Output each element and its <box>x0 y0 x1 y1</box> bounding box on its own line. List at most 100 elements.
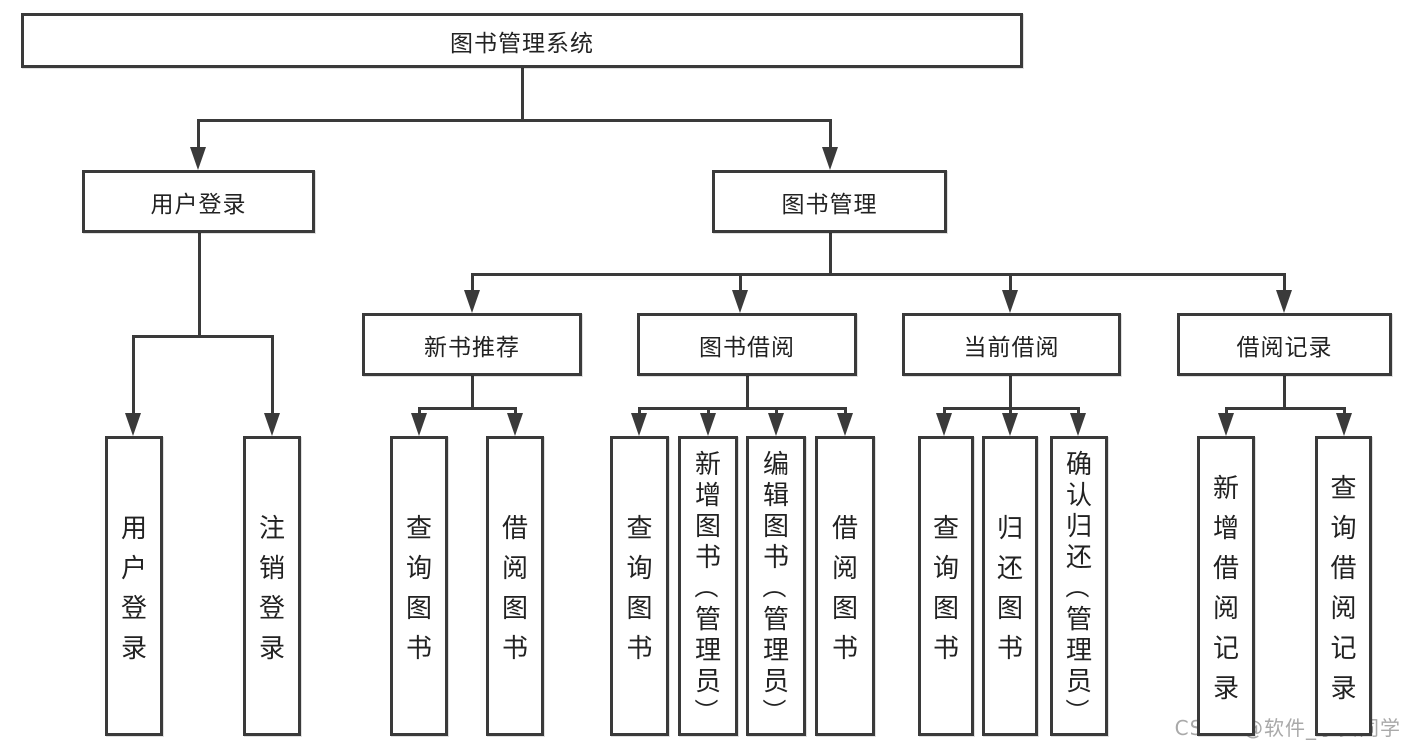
node-label-char: 认 <box>1065 480 1092 511</box>
node-v-return-books: 归还图书 <box>982 436 1038 736</box>
arrow-down-icon <box>264 413 280 436</box>
node-label-char: 户 <box>120 553 147 584</box>
edge-stem-book-borrowing-children <box>746 376 749 410</box>
node-label-char: 归 <box>1065 511 1092 542</box>
node-label-char: 员 <box>694 666 721 697</box>
node-label-char: 书 <box>626 633 653 664</box>
edge-arrow-shaft-book-borrowing-children <box>638 407 641 416</box>
edge-arrow-shaft-new-book-recommend-children <box>418 407 421 416</box>
node-label-char: 借 <box>1212 553 1239 584</box>
node-label-char: 录 <box>120 633 147 664</box>
node-label-char: 还 <box>1065 542 1092 573</box>
edge-bar-new-book-recommend-children <box>418 407 517 410</box>
edge-arrow-shaft-new-book-recommend-children <box>514 407 517 416</box>
node-label-char: 书 <box>932 633 959 664</box>
node-label-char: 管 <box>694 604 721 635</box>
edge-arrow-shaft-user-login-children <box>271 335 274 416</box>
node-label-char: 图 <box>932 593 959 624</box>
node-book-borrowing: 图书借阅 <box>637 313 857 376</box>
node-new-book-recommend: 新书推荐 <box>362 313 582 376</box>
arrow-down-icon <box>631 413 647 436</box>
node-label-char: 用 <box>120 513 147 544</box>
node-v-borrow-books-1: 借阅图书 <box>486 436 544 736</box>
node-label-char: 书 <box>405 633 432 664</box>
edge-stem-borrowing-records-children <box>1283 376 1286 410</box>
node-label-char: 书 <box>694 542 721 573</box>
edge-arrow-shaft-book-management-children <box>471 273 474 293</box>
node-v-query-books-3: 查询图书 <box>918 436 974 736</box>
arrow-down-icon <box>507 413 523 436</box>
node-v-edit-books-admin: 编辑图书（管理员） <box>746 436 806 736</box>
node-label-char: 查 <box>1330 473 1357 504</box>
node-label-char: （ <box>691 574 720 598</box>
node-label-book-borrowing: 图书借阅 <box>699 334 795 361</box>
node-label-char: 录 <box>1330 673 1357 704</box>
node-v-borrow-books-2: 借阅图书 <box>815 436 875 736</box>
node-label-char: ） <box>759 698 788 722</box>
node-v-add-books-admin: 新增图书（管理员） <box>678 436 738 736</box>
node-current-borrowing: 当前借阅 <box>902 313 1121 376</box>
arrow-down-icon <box>411 413 427 436</box>
node-label-char: 辑 <box>762 480 789 511</box>
node-borrowing-records: 借阅记录 <box>1177 313 1392 376</box>
node-label-char: 借 <box>1330 553 1357 584</box>
node-label-char: 阅 <box>831 553 858 584</box>
node-label-current-borrowing: 当前借阅 <box>963 334 1060 361</box>
node-label-char: 书 <box>501 633 528 664</box>
node-label-char: 询 <box>1330 513 1357 544</box>
node-label-char: 注 <box>258 513 285 544</box>
node-label-char: 新 <box>1212 473 1239 504</box>
node-v-logout-login: 注销登录 <box>243 436 301 736</box>
node-label-char: 图 <box>501 593 528 624</box>
node-v-user-login: 用户登录 <box>105 436 163 736</box>
edge-arrow-shaft-borrowing-records-children <box>1225 407 1228 416</box>
node-label-char: 阅 <box>1330 593 1357 624</box>
node-label-char: 图 <box>762 511 789 542</box>
node-label-char: 登 <box>120 593 147 624</box>
edge-bar-user-login-children <box>132 335 274 338</box>
edge-stem-root-to-level2 <box>521 68 524 122</box>
arrow-down-icon <box>700 413 716 436</box>
arrow-down-icon <box>190 147 206 170</box>
edge-arrow-shaft-book-management-children <box>739 273 742 293</box>
node-label-char: 书 <box>762 542 789 573</box>
node-label-char: 查 <box>405 513 432 544</box>
edge-arrow-shaft-book-management-children <box>1009 273 1012 293</box>
node-v-add-borrow-record: 新增借阅记录 <box>1197 436 1255 736</box>
node-label-char: 询 <box>626 553 653 584</box>
node-label-user-login: 用户登录 <box>150 191 247 218</box>
arrow-down-icon <box>822 147 838 170</box>
arrow-down-icon <box>125 413 141 436</box>
node-label-char: 管 <box>1065 604 1092 635</box>
node-label-borrowing-records: 借阅记录 <box>1236 334 1333 361</box>
node-label-char: 增 <box>694 480 721 511</box>
node-label-char: 查 <box>626 513 653 544</box>
node-label-char: 理 <box>762 635 789 666</box>
node-label-char: （ <box>759 574 788 598</box>
node-label-char: 阅 <box>1212 593 1239 624</box>
arrow-down-icon <box>768 413 784 436</box>
edge-arrow-shaft-current-borrowing-children <box>1077 407 1080 416</box>
node-label-char: 记 <box>1212 633 1239 664</box>
node-label-char: 阅 <box>501 553 528 584</box>
edge-arrow-shaft-current-borrowing-children <box>943 407 946 416</box>
node-label-char: 登 <box>258 593 285 624</box>
node-label-char: 查 <box>932 513 959 544</box>
node-v-confirm-return-admin: 确认归还（管理员） <box>1050 436 1108 736</box>
node-label-char: 图 <box>996 593 1023 624</box>
edge-arrow-shaft-book-management-children <box>1283 273 1286 293</box>
node-label-char: 录 <box>258 633 285 664</box>
node-label-char: 管 <box>762 604 789 635</box>
edge-arrow-shaft-root-to-level2 <box>829 119 832 150</box>
edge-bar-root-to-level2 <box>197 119 832 122</box>
node-label-char: 书 <box>831 633 858 664</box>
arrow-down-icon <box>464 290 480 313</box>
node-label-char: 书 <box>996 633 1023 664</box>
node-label-char: 确 <box>1065 449 1092 480</box>
node-label-char: 图 <box>626 593 653 624</box>
edge-arrow-shaft-book-borrowing-children <box>707 407 710 416</box>
node-label-char: 图 <box>694 511 721 542</box>
node-label-char: ） <box>691 698 720 722</box>
node-v-query-books-2: 查询图书 <box>610 436 669 736</box>
